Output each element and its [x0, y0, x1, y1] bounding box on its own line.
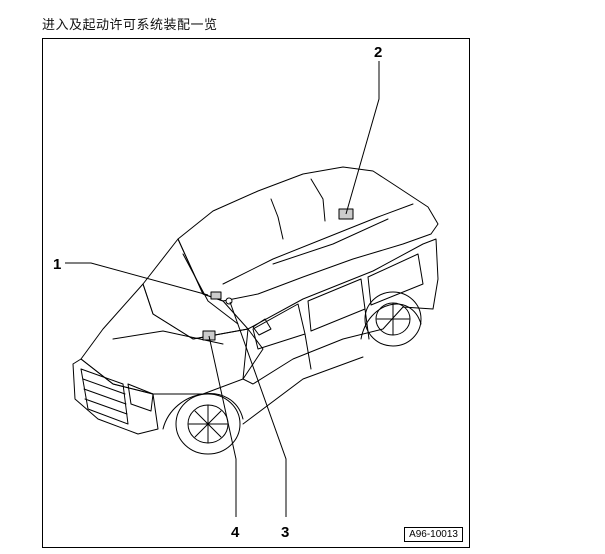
figure-frame: 1 2 3 4 A96-10013	[42, 38, 470, 548]
page-title: 进入及起动许可系统装配一览	[42, 18, 218, 33]
car-illustration	[72, 166, 439, 455]
side-sill	[242, 356, 364, 425]
roof-rail-right	[272, 218, 389, 265]
component-3	[225, 297, 233, 305]
callout-line-1	[65, 262, 209, 296]
rear-wheel	[364, 291, 422, 347]
front-wheel	[175, 393, 241, 455]
callout-label-4: 4	[231, 524, 240, 541]
callout-label-1: 1	[53, 256, 61, 273]
rear-wheel-arch	[360, 303, 422, 340]
callout-line-2	[345, 61, 380, 215]
figure-code: A96-10013	[404, 527, 463, 542]
callout-line-3	[229, 301, 287, 517]
windshield-inner	[182, 253, 239, 325]
callout-line-4	[208, 335, 237, 517]
car-side	[242, 238, 439, 385]
hood	[80, 283, 264, 395]
grille-slat	[83, 388, 127, 405]
windshield	[142, 238, 249, 340]
side-mirror	[252, 318, 272, 336]
grille-slat	[84, 398, 128, 415]
door-line	[304, 333, 312, 370]
callout-label-2: 2	[374, 44, 382, 61]
component-1	[210, 291, 222, 300]
callout-lines	[65, 61, 380, 517]
roof-bar	[270, 198, 284, 240]
car-diagram: 1 2 3 4	[53, 44, 439, 541]
front-bumper	[72, 358, 159, 435]
grille	[80, 368, 129, 425]
callout-label-3: 3	[281, 524, 289, 541]
grille-slat	[82, 378, 126, 395]
front-side-window	[252, 303, 306, 350]
component-4	[202, 330, 216, 341]
roof-rail-left	[222, 203, 414, 285]
headlight	[127, 383, 154, 412]
rear-side-window	[307, 278, 366, 332]
roof-bar	[310, 178, 326, 222]
car-roof	[177, 166, 439, 302]
rear-quarter-window	[367, 253, 424, 306]
